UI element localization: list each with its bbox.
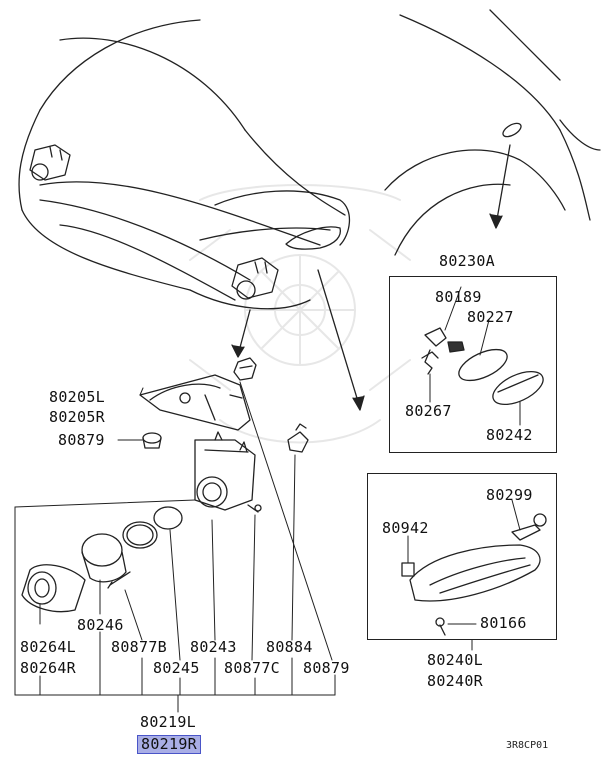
part-80877c[interactable]: 80877C <box>224 659 280 677</box>
leader-lines <box>39 286 521 661</box>
part-80877b[interactable]: 80877B <box>111 638 167 656</box>
part-80205r[interactable]: 80205R <box>49 408 105 426</box>
ring-80243-icon <box>153 506 183 530</box>
part-80243[interactable]: 80243 <box>190 638 237 656</box>
kit-80240-parts <box>401 513 547 636</box>
part-80166[interactable]: 80166 <box>480 614 527 632</box>
assembly-bracket <box>14 499 473 713</box>
gasket-80245-icon <box>122 521 158 549</box>
part-80299[interactable]: 80299 <box>486 486 533 504</box>
kit-box-80240 <box>367 473 557 640</box>
part-80240r[interactable]: 80240R <box>427 672 483 690</box>
part-80267[interactable]: 80267 <box>405 402 452 420</box>
fog-lamp-assembly-icon <box>194 431 262 513</box>
bezel-80264-icon <box>21 564 86 613</box>
nut-80879-icon <box>233 357 257 381</box>
part-80879-bottom[interactable]: 80879 <box>303 659 350 677</box>
part-80879-left[interactable]: 80879 <box>58 431 105 449</box>
bulb-80884-icon <box>287 423 309 453</box>
part-80240l[interactable]: 80240L <box>427 651 483 669</box>
kit-80230a-parts <box>421 327 544 406</box>
fog-lamp-left-icon <box>29 144 71 181</box>
part-80219l[interactable]: 80219L <box>140 713 196 731</box>
fog-lamp-right-icon <box>231 257 279 300</box>
kit-box-80230a <box>389 276 557 453</box>
part-80264l[interactable]: 80264L <box>20 638 76 656</box>
part-80189[interactable]: 80189 <box>435 288 482 306</box>
watermark-icon <box>189 184 411 444</box>
callout-arrows <box>231 144 511 411</box>
part-80264r[interactable]: 80264R <box>20 659 76 677</box>
part-80942[interactable]: 80942 <box>382 519 429 537</box>
lens-80246-icon <box>81 533 127 583</box>
part-80245[interactable]: 80245 <box>153 659 200 677</box>
figure-code: 3R8CP01 <box>506 740 549 751</box>
screw-80877b-icon <box>107 571 131 589</box>
car-body-outline <box>18 9 601 310</box>
part-80246[interactable]: 80246 <box>77 616 124 634</box>
grommet-80879-icon <box>142 432 162 449</box>
part-80884[interactable]: 80884 <box>266 638 313 656</box>
part-80227[interactable]: 80227 <box>467 308 514 326</box>
part-80242[interactable]: 80242 <box>486 426 533 444</box>
part-80219r-highlighted[interactable]: 80219R <box>137 735 201 754</box>
bracket-80205-icon <box>139 374 251 431</box>
part-80230a[interactable]: 80230A <box>439 252 495 270</box>
part-80205l[interactable]: 80205L <box>49 388 105 406</box>
